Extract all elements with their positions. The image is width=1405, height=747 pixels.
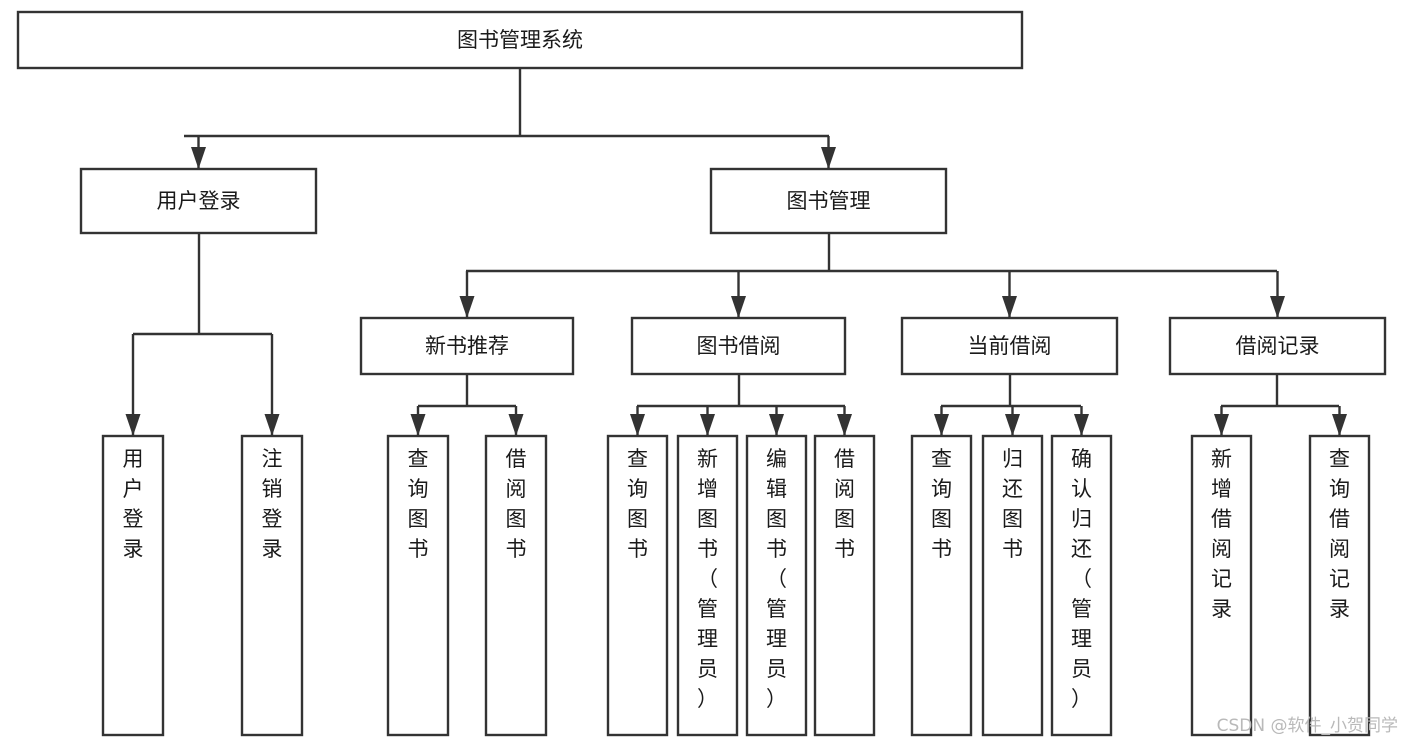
edge-root-to-book-manage xyxy=(821,136,836,169)
node-label-leaf-borrow-book: 借阅图书 xyxy=(834,447,855,561)
node-box-user-login[interactable] xyxy=(79,167,318,235)
node-label-leaf-borrow-book-recommend: 借阅图书 xyxy=(506,447,527,561)
node-box-leaf-edit-book-admin[interactable] xyxy=(745,434,808,737)
node-label-leaf-add-borrow-record: 新增借阅记录 xyxy=(1211,447,1232,621)
node-leaf-user-login[interactable]: 用户登录 xyxy=(101,434,165,737)
edge-borrow-record-to-leaf-query-borrow-record xyxy=(1332,406,1347,436)
node-label-leaf-return-book: 归还图书 xyxy=(1002,447,1023,561)
node-user-login[interactable]: 用户登录 xyxy=(79,167,318,235)
connector-bus-root xyxy=(184,68,829,138)
connector-bus-user-login xyxy=(133,233,272,336)
node-label-new-book-recommend: 新书推荐 xyxy=(425,334,509,358)
connector-bus-current-borrow xyxy=(941,374,1081,408)
node-new-book-recommend[interactable]: 新书推荐 xyxy=(359,316,575,376)
node-box-leaf-query-book-current[interactable] xyxy=(910,434,973,737)
node-label-leaf-confirm-return-admin: 确认归还（管理员） xyxy=(1071,447,1092,711)
edge-user-login-to-leaf-user-login xyxy=(125,334,141,436)
node-box-leaf-query-book-recommend[interactable] xyxy=(386,434,450,737)
edge-current-borrow-to-leaf-confirm-return-admin xyxy=(1074,406,1089,436)
nodes-layer: 图书管理系统用户登录图书管理新书推荐图书借阅当前借阅借阅记录用户登录注销登录查询… xyxy=(16,10,1387,737)
edge-book-manage-to-current-borrow xyxy=(1002,271,1017,318)
node-label-leaf-edit-book-admin: 编辑图书（管理员） xyxy=(766,447,787,711)
node-label-book-borrow: 图书借阅 xyxy=(697,334,781,358)
node-box-new-book-recommend[interactable] xyxy=(359,316,575,376)
node-label-leaf-query-book-borrow: 查询图书 xyxy=(627,447,648,561)
node-label-book-manage: 图书管理 xyxy=(787,189,871,213)
node-label-user-login: 用户登录 xyxy=(157,189,241,213)
node-box-leaf-return-book[interactable] xyxy=(981,434,1044,737)
node-leaf-query-borrow-record[interactable]: 查询借阅记录 xyxy=(1308,434,1371,737)
node-leaf-borrow-book-recommend[interactable]: 借阅图书 xyxy=(484,434,548,737)
node-box-leaf-logout[interactable] xyxy=(240,434,304,737)
node-leaf-query-book-borrow[interactable]: 查询图书 xyxy=(606,434,669,737)
node-leaf-confirm-return-admin[interactable]: 确认归还（管理员） xyxy=(1050,434,1113,737)
node-leaf-borrow-book[interactable]: 借阅图书 xyxy=(813,434,876,737)
connector-bus-book-manage xyxy=(466,233,1277,273)
edge-current-borrow-to-leaf-return-book xyxy=(1005,406,1020,436)
node-box-leaf-user-login[interactable] xyxy=(101,434,165,737)
node-box-root[interactable] xyxy=(16,10,1024,70)
csdn-watermark: CSDN @软件_小贺同学 xyxy=(1217,716,1398,736)
node-current-borrow[interactable]: 当前借阅 xyxy=(900,316,1119,376)
connector-bus-new-book-recommend xyxy=(418,374,516,408)
edge-book-borrow-to-leaf-edit-book-admin xyxy=(769,406,784,436)
edge-user-login-to-leaf-logout xyxy=(264,334,280,436)
edge-book-manage-to-borrow-record xyxy=(1270,271,1285,318)
node-leaf-query-book-current[interactable]: 查询图书 xyxy=(910,434,973,737)
node-box-leaf-confirm-return-admin[interactable] xyxy=(1050,434,1113,737)
edge-book-manage-to-book-borrow xyxy=(731,271,746,318)
node-book-manage[interactable]: 图书管理 xyxy=(709,167,948,235)
node-book-borrow[interactable]: 图书借阅 xyxy=(630,316,847,376)
node-box-current-borrow[interactable] xyxy=(900,316,1119,376)
node-borrow-record[interactable]: 借阅记录 xyxy=(1168,316,1387,376)
node-leaf-query-book-recommend[interactable]: 查询图书 xyxy=(386,434,450,737)
node-leaf-logout[interactable]: 注销登录 xyxy=(240,434,304,737)
edge-new-book-recommend-to-leaf-borrow-book-recommend xyxy=(508,406,524,436)
edge-book-borrow-to-leaf-query-book-borrow xyxy=(630,406,645,436)
edge-book-borrow-to-leaf-borrow-book xyxy=(837,406,852,436)
node-label-leaf-add-book-admin: 新增图书（管理员） xyxy=(697,447,718,711)
node-leaf-edit-book-admin[interactable]: 编辑图书（管理员） xyxy=(745,434,808,737)
node-label-leaf-query-book-recommend: 查询图书 xyxy=(408,447,429,561)
node-box-leaf-borrow-book[interactable] xyxy=(813,434,876,737)
node-box-leaf-borrow-book-recommend[interactable] xyxy=(484,434,548,737)
edge-book-borrow-to-leaf-add-book-admin xyxy=(700,406,715,436)
node-root[interactable]: 图书管理系统 xyxy=(16,10,1024,70)
node-label-leaf-query-borrow-record: 查询借阅记录 xyxy=(1329,447,1350,621)
node-label-root: 图书管理系统 xyxy=(457,28,583,52)
node-box-borrow-record[interactable] xyxy=(1168,316,1387,376)
node-box-leaf-add-borrow-record[interactable] xyxy=(1190,434,1253,737)
edge-book-manage-to-new-book-recommend xyxy=(459,271,475,318)
node-label-current-borrow: 当前借阅 xyxy=(968,334,1052,358)
node-leaf-add-borrow-record[interactable]: 新增借阅记录 xyxy=(1190,434,1253,737)
node-box-leaf-add-book-admin[interactable] xyxy=(676,434,739,737)
node-leaf-return-book[interactable]: 归还图书 xyxy=(981,434,1044,737)
node-label-leaf-query-book-current: 查询图书 xyxy=(931,447,952,561)
edge-current-borrow-to-leaf-query-book-current xyxy=(934,406,949,436)
node-box-book-manage[interactable] xyxy=(709,167,948,235)
connectors-layer xyxy=(125,68,1347,436)
connector-bus-borrow-record xyxy=(1221,374,1339,408)
node-label-leaf-user-login: 用户登录 xyxy=(123,447,144,561)
node-box-leaf-query-borrow-record[interactable] xyxy=(1308,434,1371,737)
node-label-leaf-logout: 注销登录 xyxy=(262,447,283,561)
node-label-borrow-record: 借阅记录 xyxy=(1236,334,1320,358)
connector-bus-book-borrow xyxy=(637,374,845,408)
node-leaf-add-book-admin[interactable]: 新增图书（管理员） xyxy=(676,434,739,737)
edge-new-book-recommend-to-leaf-query-book-recommend xyxy=(410,406,426,436)
node-box-leaf-query-book-borrow[interactable] xyxy=(606,434,669,737)
edge-root-to-user-login xyxy=(191,136,206,169)
node-box-book-borrow[interactable] xyxy=(630,316,847,376)
edge-borrow-record-to-leaf-add-borrow-record xyxy=(1214,406,1229,436)
